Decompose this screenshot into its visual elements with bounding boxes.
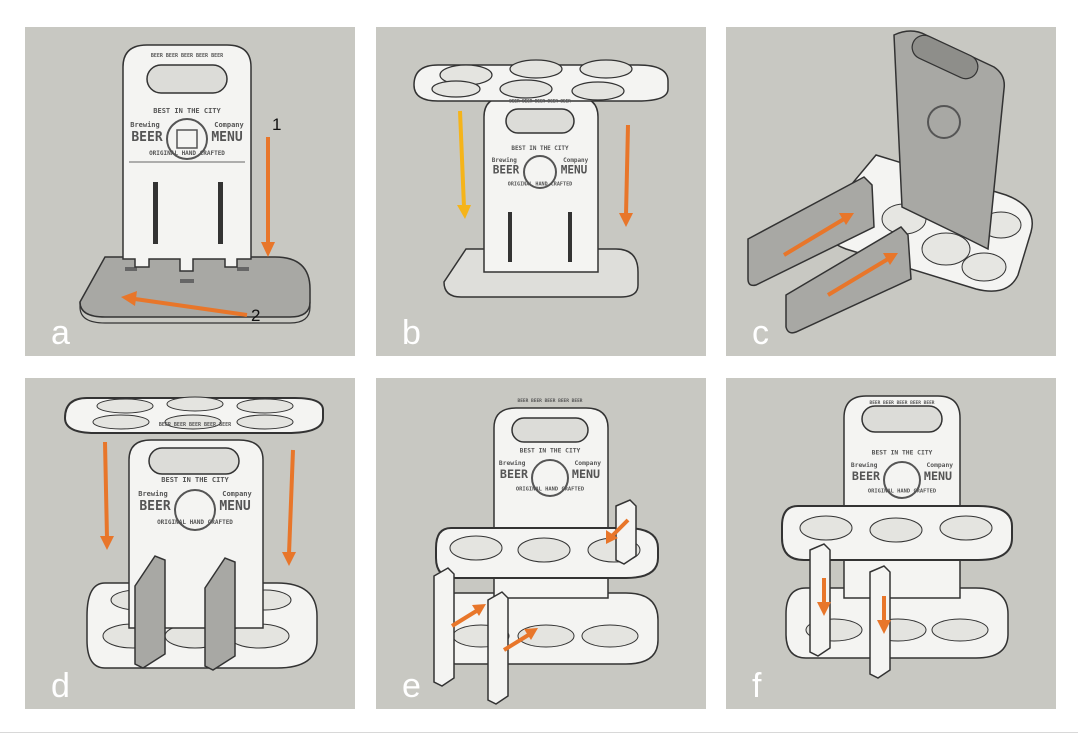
arrow-2: [502, 632, 532, 652]
handle-slot: [911, 34, 979, 80]
engraving-right: Company: [927, 462, 954, 469]
engraving-left: Brewing: [492, 157, 517, 164]
clip-right: [615, 499, 637, 565]
engraving-headline: BEST IN THE CITY: [161, 476, 229, 484]
engraving-beer: BEER: [852, 469, 881, 483]
engraving-left: Brewing: [130, 121, 160, 129]
panel-c-illustration: [747, 30, 1033, 334]
handle-slot: [511, 417, 589, 443]
panel-c: c: [726, 27, 1056, 356]
engraving-rim: BEER BEER BEER BEER BEER: [869, 400, 934, 406]
arrow-1: [450, 608, 480, 628]
back-panel: [893, 30, 1006, 251]
engraving-menu: MENU: [211, 130, 242, 145]
step-label-a: a: [51, 314, 70, 352]
engraving-tagline: ORIGINAL HAND CRAFTED: [157, 519, 233, 526]
engraving-left: Brewing: [499, 459, 526, 467]
engraving-beer: BEER: [139, 499, 170, 514]
engraving-beer: BEER: [131, 130, 162, 145]
engraving-tagline: ORIGINAL HAND CRAFTED: [508, 182, 572, 188]
engraving-rim: BEER BEER BEER BEER BEER: [151, 53, 224, 59]
engraving-menu: MENU: [561, 164, 588, 177]
engraving-headline: BEST IN THE CITY: [520, 448, 581, 455]
engraving-tagline: ORIGINAL HAND CRAFTED: [149, 150, 225, 157]
engraving-right: Company: [563, 157, 588, 164]
engraving-right: Company: [222, 490, 252, 498]
engraving-left: Brewing: [851, 461, 878, 469]
clip-left: [809, 543, 831, 657]
divider-left: [134, 555, 166, 669]
handle-slot: [148, 447, 240, 475]
engraving-left: Brewing: [138, 490, 168, 498]
logo-emblem: [531, 459, 569, 497]
clip-left: [433, 567, 455, 687]
arrow-3: [610, 518, 630, 538]
handle-slot: [505, 108, 575, 134]
engraving-beer: BEER: [493, 164, 520, 177]
step-label-b: b: [402, 314, 421, 352]
bottom-divider: [0, 732, 1078, 733]
callout-2: 2: [251, 306, 261, 325]
logo-emblem: [927, 105, 961, 139]
engraving-headline: BEST IN THE CITY: [872, 450, 933, 457]
logo-emblem: [523, 155, 557, 189]
engraving-rim: BEER BEER BEER BEER BEER: [509, 98, 571, 104]
arrow-left: [103, 441, 109, 539]
handle-slot: [861, 405, 943, 433]
engraving-right: Company: [575, 460, 602, 467]
step-label-f: f: [752, 667, 762, 705]
arrow-right: [287, 449, 295, 555]
arrow-right: [624, 124, 630, 216]
step-label-e: e: [402, 667, 421, 705]
clip-middle: [487, 591, 509, 705]
engraving-tagline: ORIGINAL HAND CRAFTED: [868, 488, 936, 494]
engraving-menu: MENU: [924, 469, 952, 483]
arrow-2: [134, 297, 248, 317]
logo-emblem: [174, 489, 216, 531]
logo-emblem: [883, 461, 921, 499]
base-plate: [79, 256, 311, 318]
divider-right: [204, 557, 236, 671]
divider-front: [785, 226, 912, 334]
step-label-d: d: [51, 667, 70, 705]
arrow-1: [782, 217, 846, 257]
callout-1: 1: [272, 115, 282, 134]
arrow-left: [458, 110, 466, 208]
engraving-rim: BEER BEER BEER BEER BEER: [159, 422, 232, 428]
engraving-rim: BEER BEER BEER BEER BEER: [517, 398, 582, 404]
engraving-right: Company: [214, 121, 244, 129]
divider-back: [747, 176, 875, 287]
logo-emblem: [166, 118, 208, 160]
engraving-headline: BEST IN THE CITY: [511, 145, 569, 152]
handle-slot: [146, 64, 228, 94]
arrow-2: [826, 257, 890, 297]
engraving-menu: MENU: [219, 499, 250, 514]
engraving-menu: MENU: [572, 467, 600, 481]
engraving-tagline: ORIGINAL HAND CRAFTED: [516, 486, 584, 492]
step-label-c: c: [752, 314, 769, 352]
engraving-headline: BEST IN THE CITY: [153, 107, 221, 115]
engraving-beer: BEER: [500, 467, 529, 481]
